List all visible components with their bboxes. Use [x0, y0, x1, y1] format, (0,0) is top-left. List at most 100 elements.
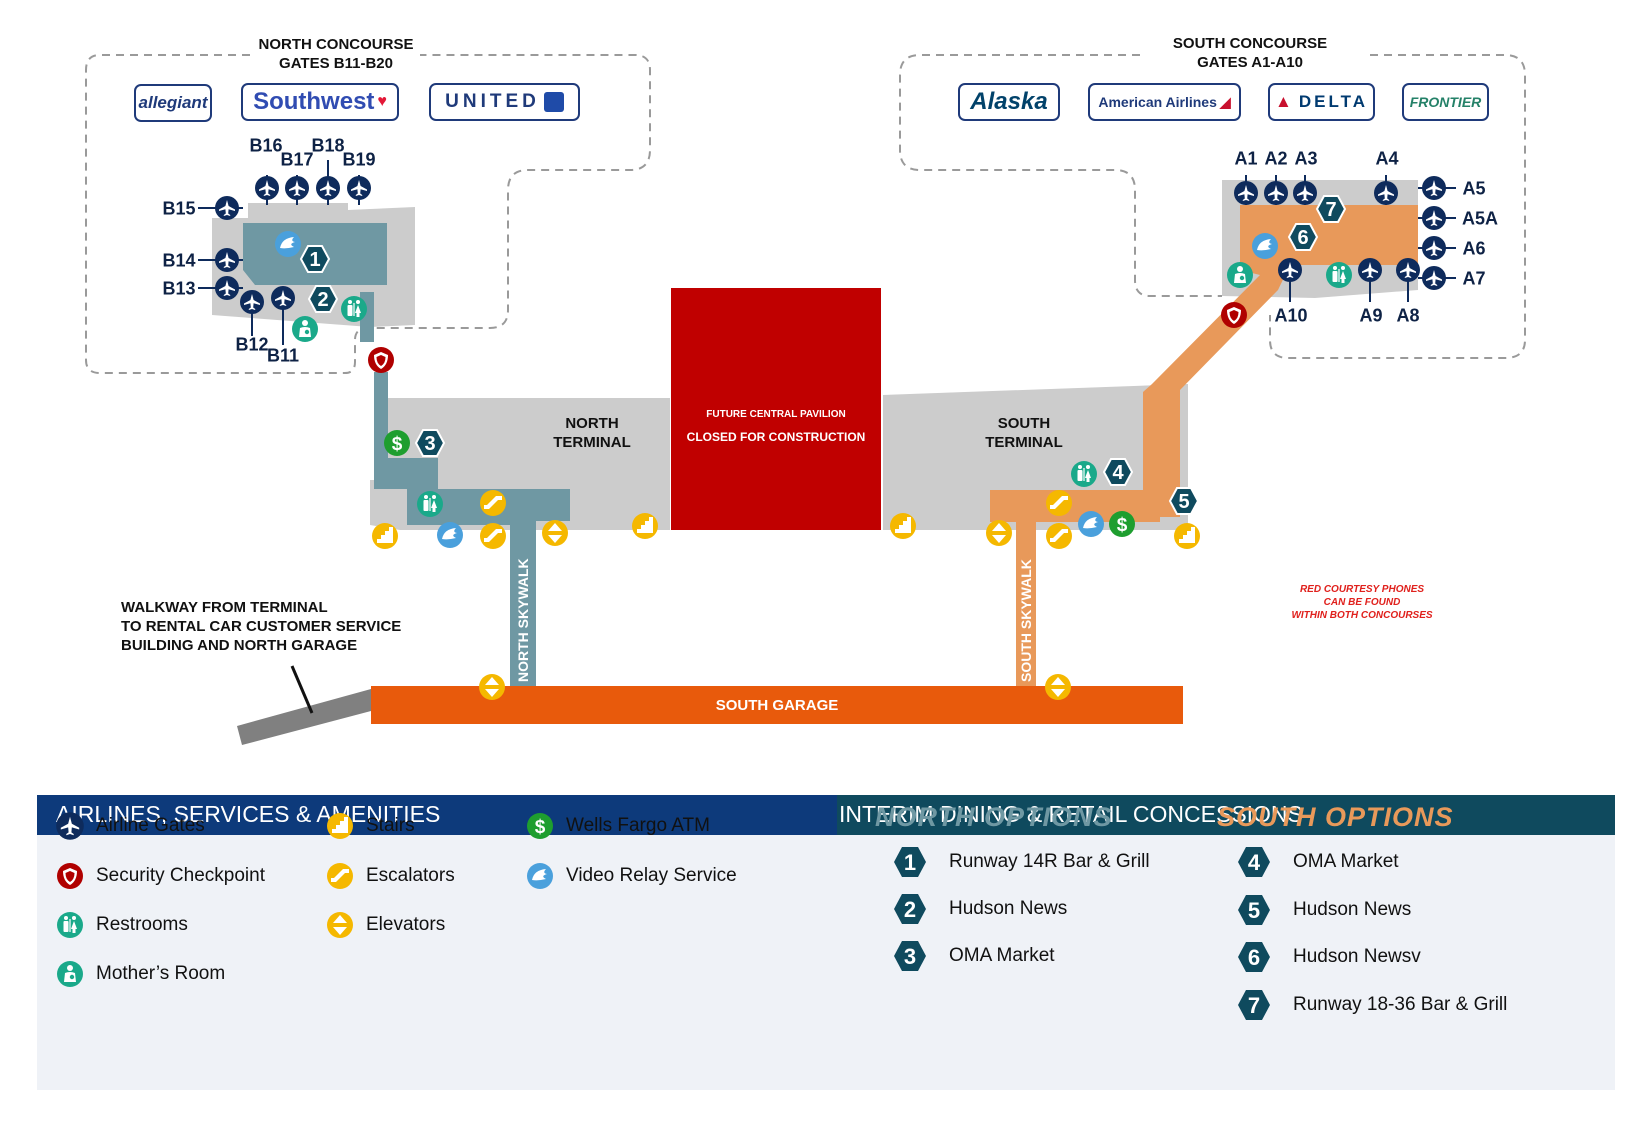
elevator-icon[interactable]: [986, 520, 1012, 546]
concession-item: 6 Hudson Newsv: [1237, 941, 1421, 973]
stairs-icon[interactable]: [372, 523, 398, 549]
concession-hex-3[interactable]: 3: [415, 429, 445, 457]
concession-number-hex-icon: 2: [893, 893, 939, 925]
svg-text:5: 5: [1248, 898, 1260, 923]
svg-text:2: 2: [904, 897, 916, 922]
south-skywalk-label: SOUTH SKYWALK: [1018, 559, 1034, 682]
legend-atm: Wells Fargo ATM: [526, 812, 710, 840]
concession-number-hex-icon: 3: [893, 940, 939, 972]
concession-number-hex-icon: 1: [893, 846, 939, 878]
svg-text:4: 4: [1112, 462, 1124, 484]
alaska-logo: Alaska: [958, 83, 1060, 121]
legend-title-right: INTERIM DINING & RETAIL CONCESSIONS: [839, 801, 1303, 827]
legend-restrooms: Restrooms: [56, 911, 188, 939]
concession-item: 5 Hudson News: [1237, 894, 1411, 926]
escalator-icon[interactable]: [480, 523, 506, 549]
video-relay-icon[interactable]: [275, 231, 301, 257]
restroom-icon[interactable]: [1071, 461, 1097, 487]
legend-header-right: [837, 795, 1615, 835]
concession-name: Hudson News: [1293, 898, 1412, 920]
south-options-title: SOUTH OPTIONS: [1217, 802, 1454, 832]
restroom-icon[interactable]: [1326, 262, 1352, 288]
security-checkpoint-icon[interactable]: [368, 347, 394, 373]
gate-label-a3: A3: [1294, 148, 1318, 169]
svg-text:1: 1: [309, 249, 320, 271]
svg-text:3: 3: [904, 944, 916, 969]
video-relay-icon[interactable]: [1252, 233, 1278, 259]
svg-text:7: 7: [1325, 199, 1336, 221]
restroom-icon[interactable]: [417, 491, 443, 517]
video-relay-icon[interactable]: [437, 522, 463, 548]
svg-text:7: 7: [1248, 993, 1260, 1018]
concession-hex-6[interactable]: 6: [1288, 223, 1318, 251]
concession-hex-7[interactable]: 7: [1316, 195, 1346, 223]
gate-label-b15: B15: [162, 198, 196, 219]
southwest-logo: Southwest♥: [241, 83, 399, 121]
american-airlines-logo: American Airlines◢: [1088, 83, 1241, 121]
gate-label-b13: B13: [162, 278, 196, 299]
north-options-title: NORTH OPTIONS: [875, 802, 1113, 832]
gate-label-b19: B19: [342, 149, 376, 170]
gate-label-a4: A4: [1375, 148, 1399, 169]
frontier-logo: FRONTIER: [1402, 83, 1489, 121]
gate-label-b12: B12: [235, 334, 269, 355]
concession-hex-5[interactable]: 5: [1169, 487, 1199, 515]
concession-number-hex-icon: 4: [1237, 846, 1283, 878]
concession-hex-4[interactable]: 4: [1103, 458, 1133, 486]
legend-header-left: [37, 795, 877, 835]
atm-icon[interactable]: [384, 430, 410, 456]
mothers-room-icon[interactable]: [1227, 262, 1253, 288]
legend-mothers-room: Mother’s Room: [56, 960, 225, 988]
security-checkpoint-icon[interactable]: [1221, 302, 1247, 328]
concession-name: Hudson Newsv: [1293, 946, 1421, 967]
svg-text:3: 3: [424, 433, 435, 455]
stairs-icon[interactable]: [1174, 523, 1200, 549]
south-garage-label: SOUTH GARAGE: [715, 697, 839, 714]
restroom-icon[interactable]: [341, 296, 367, 322]
concession-hex-1[interactable]: 1: [300, 245, 330, 273]
concession-name: OMA Market: [1293, 851, 1399, 872]
legend-airline-gates: Airline Gates: [56, 812, 205, 840]
svg-text:6: 6: [1297, 227, 1308, 249]
gate-label-b11: B11: [266, 345, 300, 366]
gate-label-a7: A7: [1462, 268, 1486, 289]
gate-label-a5a: A5A: [1461, 208, 1499, 229]
elevator-icon[interactable]: [542, 520, 568, 546]
concession-hex-2[interactable]: 2: [308, 285, 338, 313]
stairs-icon[interactable]: [890, 513, 916, 539]
concession-item: 7 Runway 18-36 Bar & Grill: [1237, 989, 1507, 1021]
stairs-icon[interactable]: [632, 513, 658, 539]
gate-label-a2: A2: [1264, 148, 1288, 169]
legend-escalators: Escalators: [326, 862, 455, 890]
atm-icon[interactable]: [1109, 511, 1135, 537]
gate-label-a5: A5: [1462, 178, 1486, 199]
legend-video-relay: Video Relay Service: [526, 862, 737, 890]
video-relay-icon[interactable]: [1078, 511, 1104, 537]
concession-name: Runway 18-36 Bar & Grill: [1293, 993, 1508, 1015]
gate-label-a1: A1: [1234, 148, 1258, 169]
legend-elevators: Elevators: [326, 911, 445, 939]
mothers-room-icon[interactable]: [292, 316, 318, 342]
gate-label-a10: A10: [1274, 305, 1308, 326]
escalator-icon[interactable]: [480, 490, 506, 516]
escalator-icon[interactable]: [1046, 523, 1072, 549]
gate-label-b17: B17: [280, 149, 314, 170]
north-skywalk-label: NORTH SKYWALK: [515, 558, 531, 682]
svg-text:6: 6: [1248, 945, 1260, 970]
central-pavilion: [671, 288, 881, 530]
legend-panel: [37, 795, 1615, 1090]
concession-number-hex-icon: 6: [1237, 941, 1283, 973]
escalator-icon[interactable]: [1046, 490, 1072, 516]
svg-text:4: 4: [1248, 850, 1261, 875]
south-walkway: [990, 205, 1418, 522]
delta-logo: ▲DELTA: [1268, 83, 1375, 121]
